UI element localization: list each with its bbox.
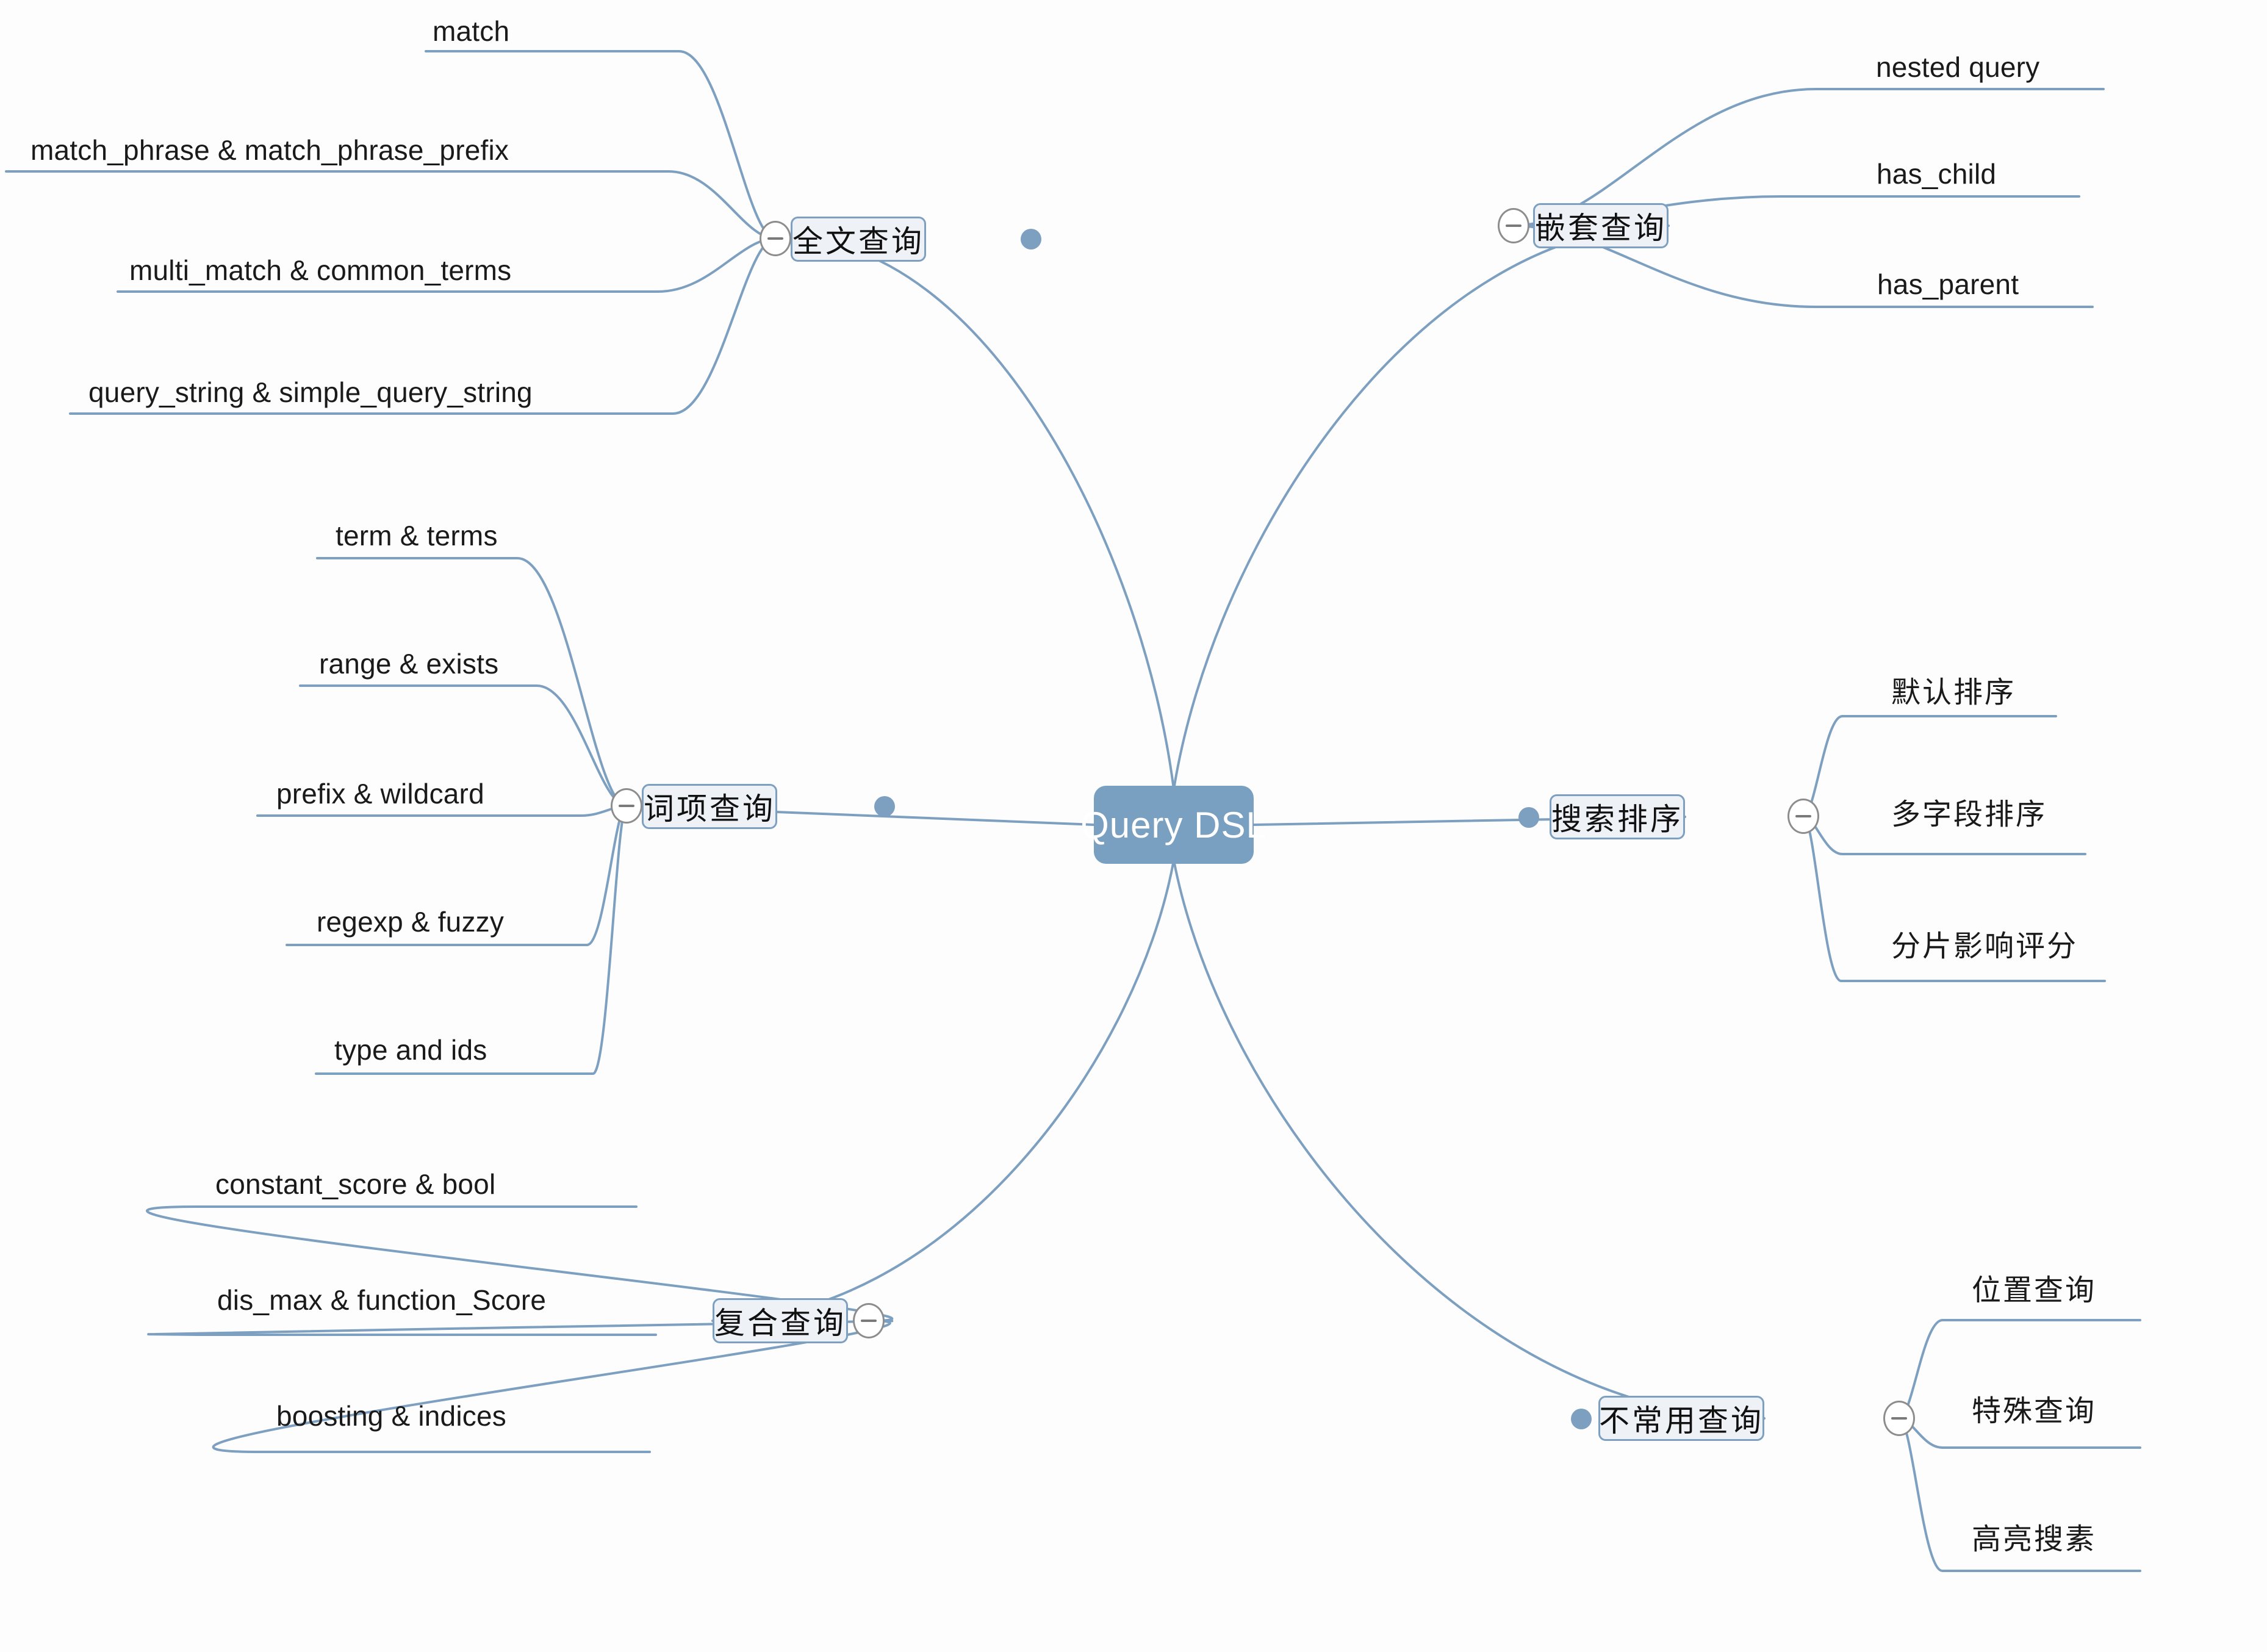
collapse-minus-circle-icon-nested[interactable] [1498,208,1529,243]
leaf-label-compound-1[interactable]: dis_max & function_Score [217,1284,547,1316]
leaf-label-fulltext-3[interactable]: query_string & simple_query_string [88,376,533,408]
collapse-minus-circle-icon-fulltext[interactable] [760,221,791,256]
leaf-label-term-4[interactable]: type and ids [334,1034,487,1066]
collapse-minus-circle-icon-compound[interactable] [853,1303,885,1338]
branch-node-sort[interactable]: 搜索排序 [1550,794,1685,839]
branch-node-compound[interactable]: 复合查询 [713,1298,848,1343]
leaf-label-sort-2[interactable]: 分片影响评分 [1891,930,2078,963]
minus-bar [1506,224,1522,227]
connector-dot-uncommon [1571,1409,1592,1429]
minus-bar [767,237,783,240]
branch-node-label: 不常用查询 [1599,1404,1764,1438]
leaf-label-uncommon-1[interactable]: 特殊查询 [1972,1395,2097,1428]
collapse-minus-circle-icon-uncommon[interactable] [1883,1401,1915,1436]
leaf-label-fulltext-0[interactable]: match [433,15,510,47]
leaf-label-compound-0[interactable]: constant_score & bool [215,1168,496,1200]
trunk-uncommon [1173,859,1766,1420]
minus-bar [1891,1417,1907,1420]
branch-node-label: 全文查询 [792,224,924,259]
branch-node-term[interactable]: 词项查询 [642,784,777,829]
leaf-label-nested-1[interactable]: has_child [1877,158,1997,190]
leaf-label-compound-2[interactable]: boosting & indices [276,1400,506,1432]
leaf-label-term-1[interactable]: range & exists [319,648,499,680]
root-node[interactable]: Query DSL [1080,786,1266,864]
branch-node-fulltext[interactable]: 全文查询 [791,217,926,262]
branch-node-nested[interactable]: 嵌套查询 [1533,203,1669,248]
leaf-label-sort-1[interactable]: 多字段排序 [1891,799,2047,831]
leaf-label-uncommon-0[interactable]: 位置查询 [1972,1274,2097,1307]
leaf-wire-term-0 [316,557,628,807]
minus-bar [1795,815,1811,817]
connector-dot-fulltext [1021,229,1041,250]
leaf-label-term-2[interactable]: prefix & wildcard [276,778,484,810]
leaf-label-nested-0[interactable]: nested query [1876,51,2040,83]
leaf-label-fulltext-2[interactable]: multi_match & common_terms [129,254,512,286]
branch-node-label: 嵌套查询 [1535,211,1667,245]
connector-dot-sort [1518,807,1539,828]
trunk-fulltext [789,238,1175,791]
minus-bar [861,1320,877,1322]
leaf-wire-fulltext-1 [5,170,777,240]
leaf-label-uncommon-2[interactable]: 高亮搜素 [1972,1523,2097,1556]
trunk-nested [1173,224,1670,791]
leaf-label-term-0[interactable]: term & terms [336,520,498,551]
connector-dot-term [874,796,895,817]
leaf-label-fulltext-1[interactable]: match_phrase & match_phrase_prefix [31,134,509,166]
collapse-minus-circle-icon-term[interactable] [611,788,642,824]
branch-node-uncommon[interactable]: 不常用查询 [1598,1396,1764,1441]
collapse-minus-circle-icon-sort[interactable] [1787,799,1819,834]
branch-node-label: 复合查询 [714,1306,846,1340]
branch-node-label: 搜索排序 [1551,802,1683,836]
leaf-label-term-3[interactable]: regexp & fuzzy [317,906,505,938]
leaf-label-nested-2[interactable]: has_parent [1877,268,2019,300]
root-node-label: Query DSL [1080,804,1267,846]
leaf-label-sort-0[interactable]: 默认排序 [1891,677,2016,709]
trunk-compound [711,859,1175,1322]
minus-bar [619,805,634,807]
branch-node-label: 词项查询 [644,792,775,826]
